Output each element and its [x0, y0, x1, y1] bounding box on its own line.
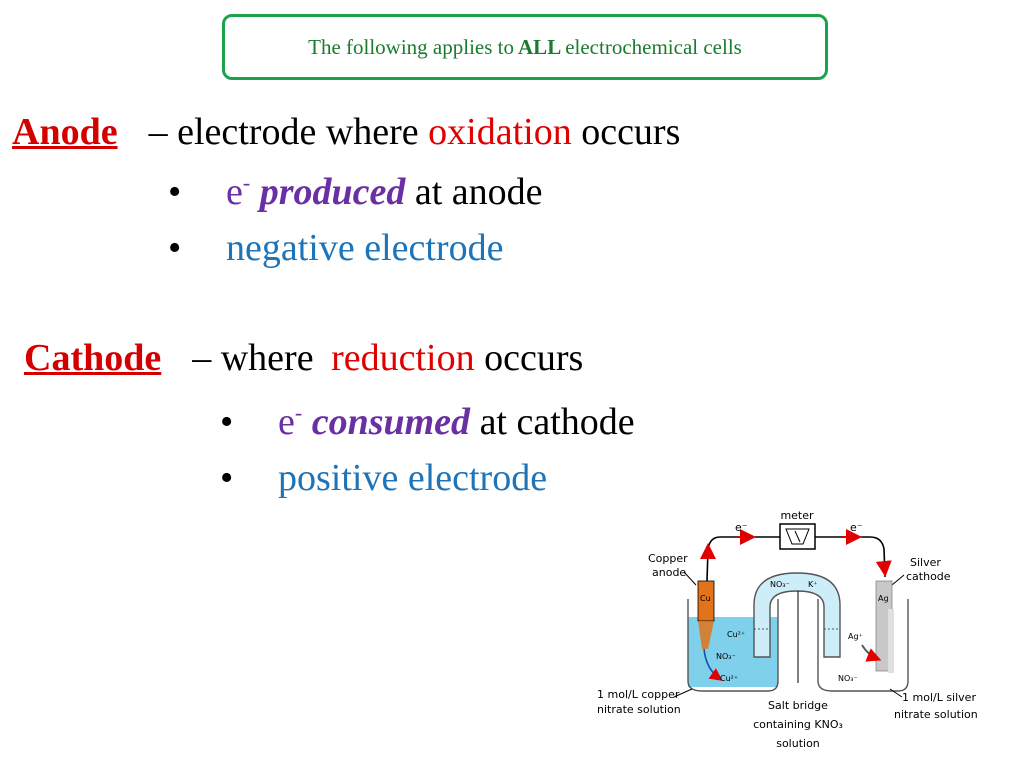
ag-symbol: Ag: [878, 594, 889, 603]
copper-label: Copper: [648, 552, 688, 565]
cathode-bullet-2-text: positive electrode: [278, 457, 548, 499]
cathode-label: cathode: [906, 570, 951, 583]
bridge-no3: NO₃⁻: [770, 580, 790, 589]
anode-electron: e: [226, 171, 243, 213]
banner-text-bold: ALL: [518, 34, 562, 59]
cu-symbol: Cu: [700, 594, 711, 603]
meter-dial: [785, 528, 810, 545]
left-beaker: [687, 599, 779, 692]
bullet-mark: •: [220, 401, 234, 443]
cathode-bullet-1-rest: at cathode: [479, 401, 635, 443]
cathode-def-post: occurs: [484, 337, 584, 379]
anode-def-pre: – electrode where: [148, 111, 419, 153]
bridge-label-3: solution: [776, 737, 820, 750]
bullet-mark: •: [168, 171, 182, 213]
anode-bullet-2-text: negative electrode: [226, 227, 504, 269]
anode-label: anode: [652, 566, 686, 579]
cathode-bullet-2: • positive electrode: [220, 456, 547, 500]
left-wire: [706, 536, 780, 582]
bullet-mark: •: [168, 227, 182, 269]
electron-right-label: e⁻: [850, 521, 863, 534]
cathode-def-pre: – where: [192, 337, 314, 379]
electron-left-label: e⁻: [735, 521, 748, 534]
meter-label: meter: [780, 509, 814, 522]
silver-label: Silver: [910, 556, 941, 569]
anode-bullet-1: • e- produced at anode: [168, 170, 543, 214]
cathode-electron: e: [278, 401, 295, 443]
cathode-bullet-1: • e- consumed at cathode: [220, 400, 635, 444]
anode-def-post: occurs: [581, 111, 681, 153]
left-solution-label-2: nitrate solution: [597, 703, 681, 716]
anode-term: Anode: [12, 111, 118, 153]
cathode-term: Cathode: [24, 337, 162, 379]
cathode-def-keyword: reduction: [331, 337, 475, 379]
banner-text-pre: The following applies to: [308, 34, 515, 59]
ion-ag-plus: Ag⁺: [848, 632, 863, 641]
right-wire: [815, 536, 886, 578]
anode-bullet-1-rest: at anode: [414, 171, 543, 213]
bridge-label-2: containing KNO₃: [753, 718, 843, 731]
anode-keyword-produced: produced: [259, 171, 406, 213]
ion-no3-right: NO₃⁻: [838, 674, 858, 683]
ion-no3-left: NO₃⁻: [716, 652, 736, 661]
info-banner: The following applies to ALL electrochem…: [222, 14, 828, 80]
ion-cu2-b: Cu²⁺: [720, 674, 738, 683]
anode-bullet-2: • negative electrode: [168, 226, 503, 270]
electrochemical-cell-diagram: meter e⁻ e⁻ Copper anode Silver cathode …: [592, 509, 1002, 754]
ion-cu2-a: Cu²⁺: [727, 630, 745, 639]
salt-bridge: [753, 572, 841, 658]
bullet-mark: •: [220, 457, 234, 499]
anode-electron-sup: -: [242, 170, 251, 195]
cathode-electron-sup: -: [294, 400, 303, 425]
bridge-label-1: Salt bridge: [768, 699, 828, 712]
right-beaker: [817, 599, 909, 692]
right-solution-label-2: nitrate solution: [894, 708, 978, 721]
banner-text-post: electrochemical cells: [565, 34, 742, 59]
anode-definition: Anode – electrode where oxidation occurs: [12, 110, 680, 154]
left-solution-label-1: 1 mol/L copper: [597, 688, 680, 701]
bridge-k: K⁺: [808, 580, 817, 589]
anode-def-keyword: oxidation: [428, 111, 572, 153]
right-solution-label-1: 1 mol/L silver: [902, 691, 976, 704]
cathode-keyword-consumed: consumed: [311, 401, 471, 443]
cathode-definition: Cathode – where reduction occurs: [24, 336, 583, 380]
